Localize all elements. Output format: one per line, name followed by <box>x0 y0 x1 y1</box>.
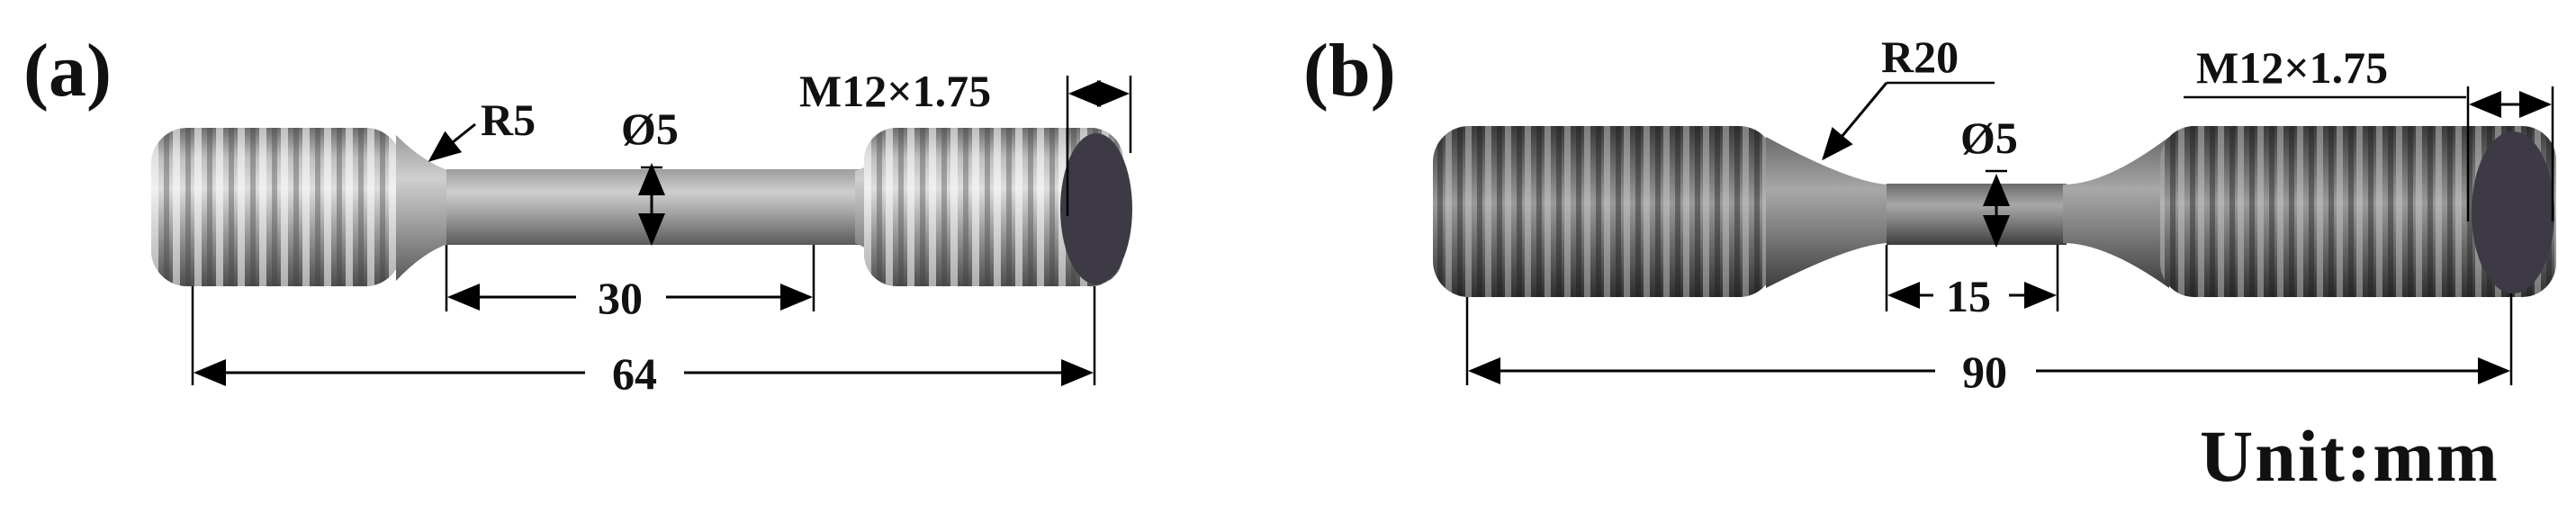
thread-texture <box>1433 126 1775 297</box>
specimen-b-gauge <box>1887 184 2067 245</box>
panel-a: (a) R5 Ø5 30 <box>23 29 1132 399</box>
radius-label-b: R20 <box>1881 32 1959 82</box>
r5-leader <box>428 122 476 162</box>
total-length-b: 90 <box>1962 347 2007 397</box>
thread-label-a: M12×1.75 <box>799 66 991 116</box>
specimen-a <box>151 128 1132 286</box>
specimen-a-end-face <box>1060 133 1132 284</box>
gauge-length-a: 30 <box>598 273 643 323</box>
panel-b-tag: (b) <box>1303 29 1396 113</box>
radius-label-a: R5 <box>481 95 536 145</box>
diameter-label-a: Ø5 <box>621 104 679 154</box>
r20-leader <box>1822 82 1888 161</box>
specimen-b <box>1433 126 2556 297</box>
diameter-label-b: Ø5 <box>1960 113 2018 163</box>
total-length-a: 64 <box>612 348 657 399</box>
specimen-a-gauge <box>446 169 860 245</box>
gauge-length-b: 15 <box>1946 271 1991 321</box>
thread-texture <box>151 128 401 286</box>
thread-texture <box>2160 126 2556 297</box>
specimen-b-right-fillet <box>2063 137 2169 288</box>
specimen-a-left-fillet <box>396 135 450 281</box>
panel-a-tag: (a) <box>23 29 112 113</box>
specimen-b-end-face <box>2472 131 2554 293</box>
specimen-b-left-fillet <box>1766 137 1890 288</box>
thread-texture <box>864 128 1123 286</box>
thread-label-b: M12×1.75 <box>2196 42 2388 93</box>
unit-label: Unit:mm <box>2200 415 2499 497</box>
panel-b: (b) R20 Ø5 15 <box>1303 29 2556 497</box>
